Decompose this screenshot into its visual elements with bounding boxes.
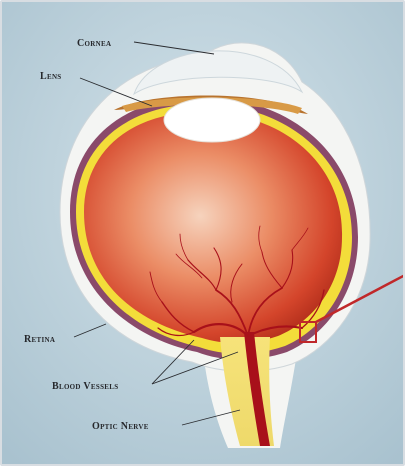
label-retina: Retina [24, 334, 55, 345]
label-lens: Lens [40, 71, 62, 82]
label-cornea: Cornea [77, 38, 111, 49]
label-optic-nerve: Optic Nerve [92, 421, 149, 432]
label-blood-vessels: Blood Vessels [52, 381, 118, 392]
lens [164, 98, 260, 142]
